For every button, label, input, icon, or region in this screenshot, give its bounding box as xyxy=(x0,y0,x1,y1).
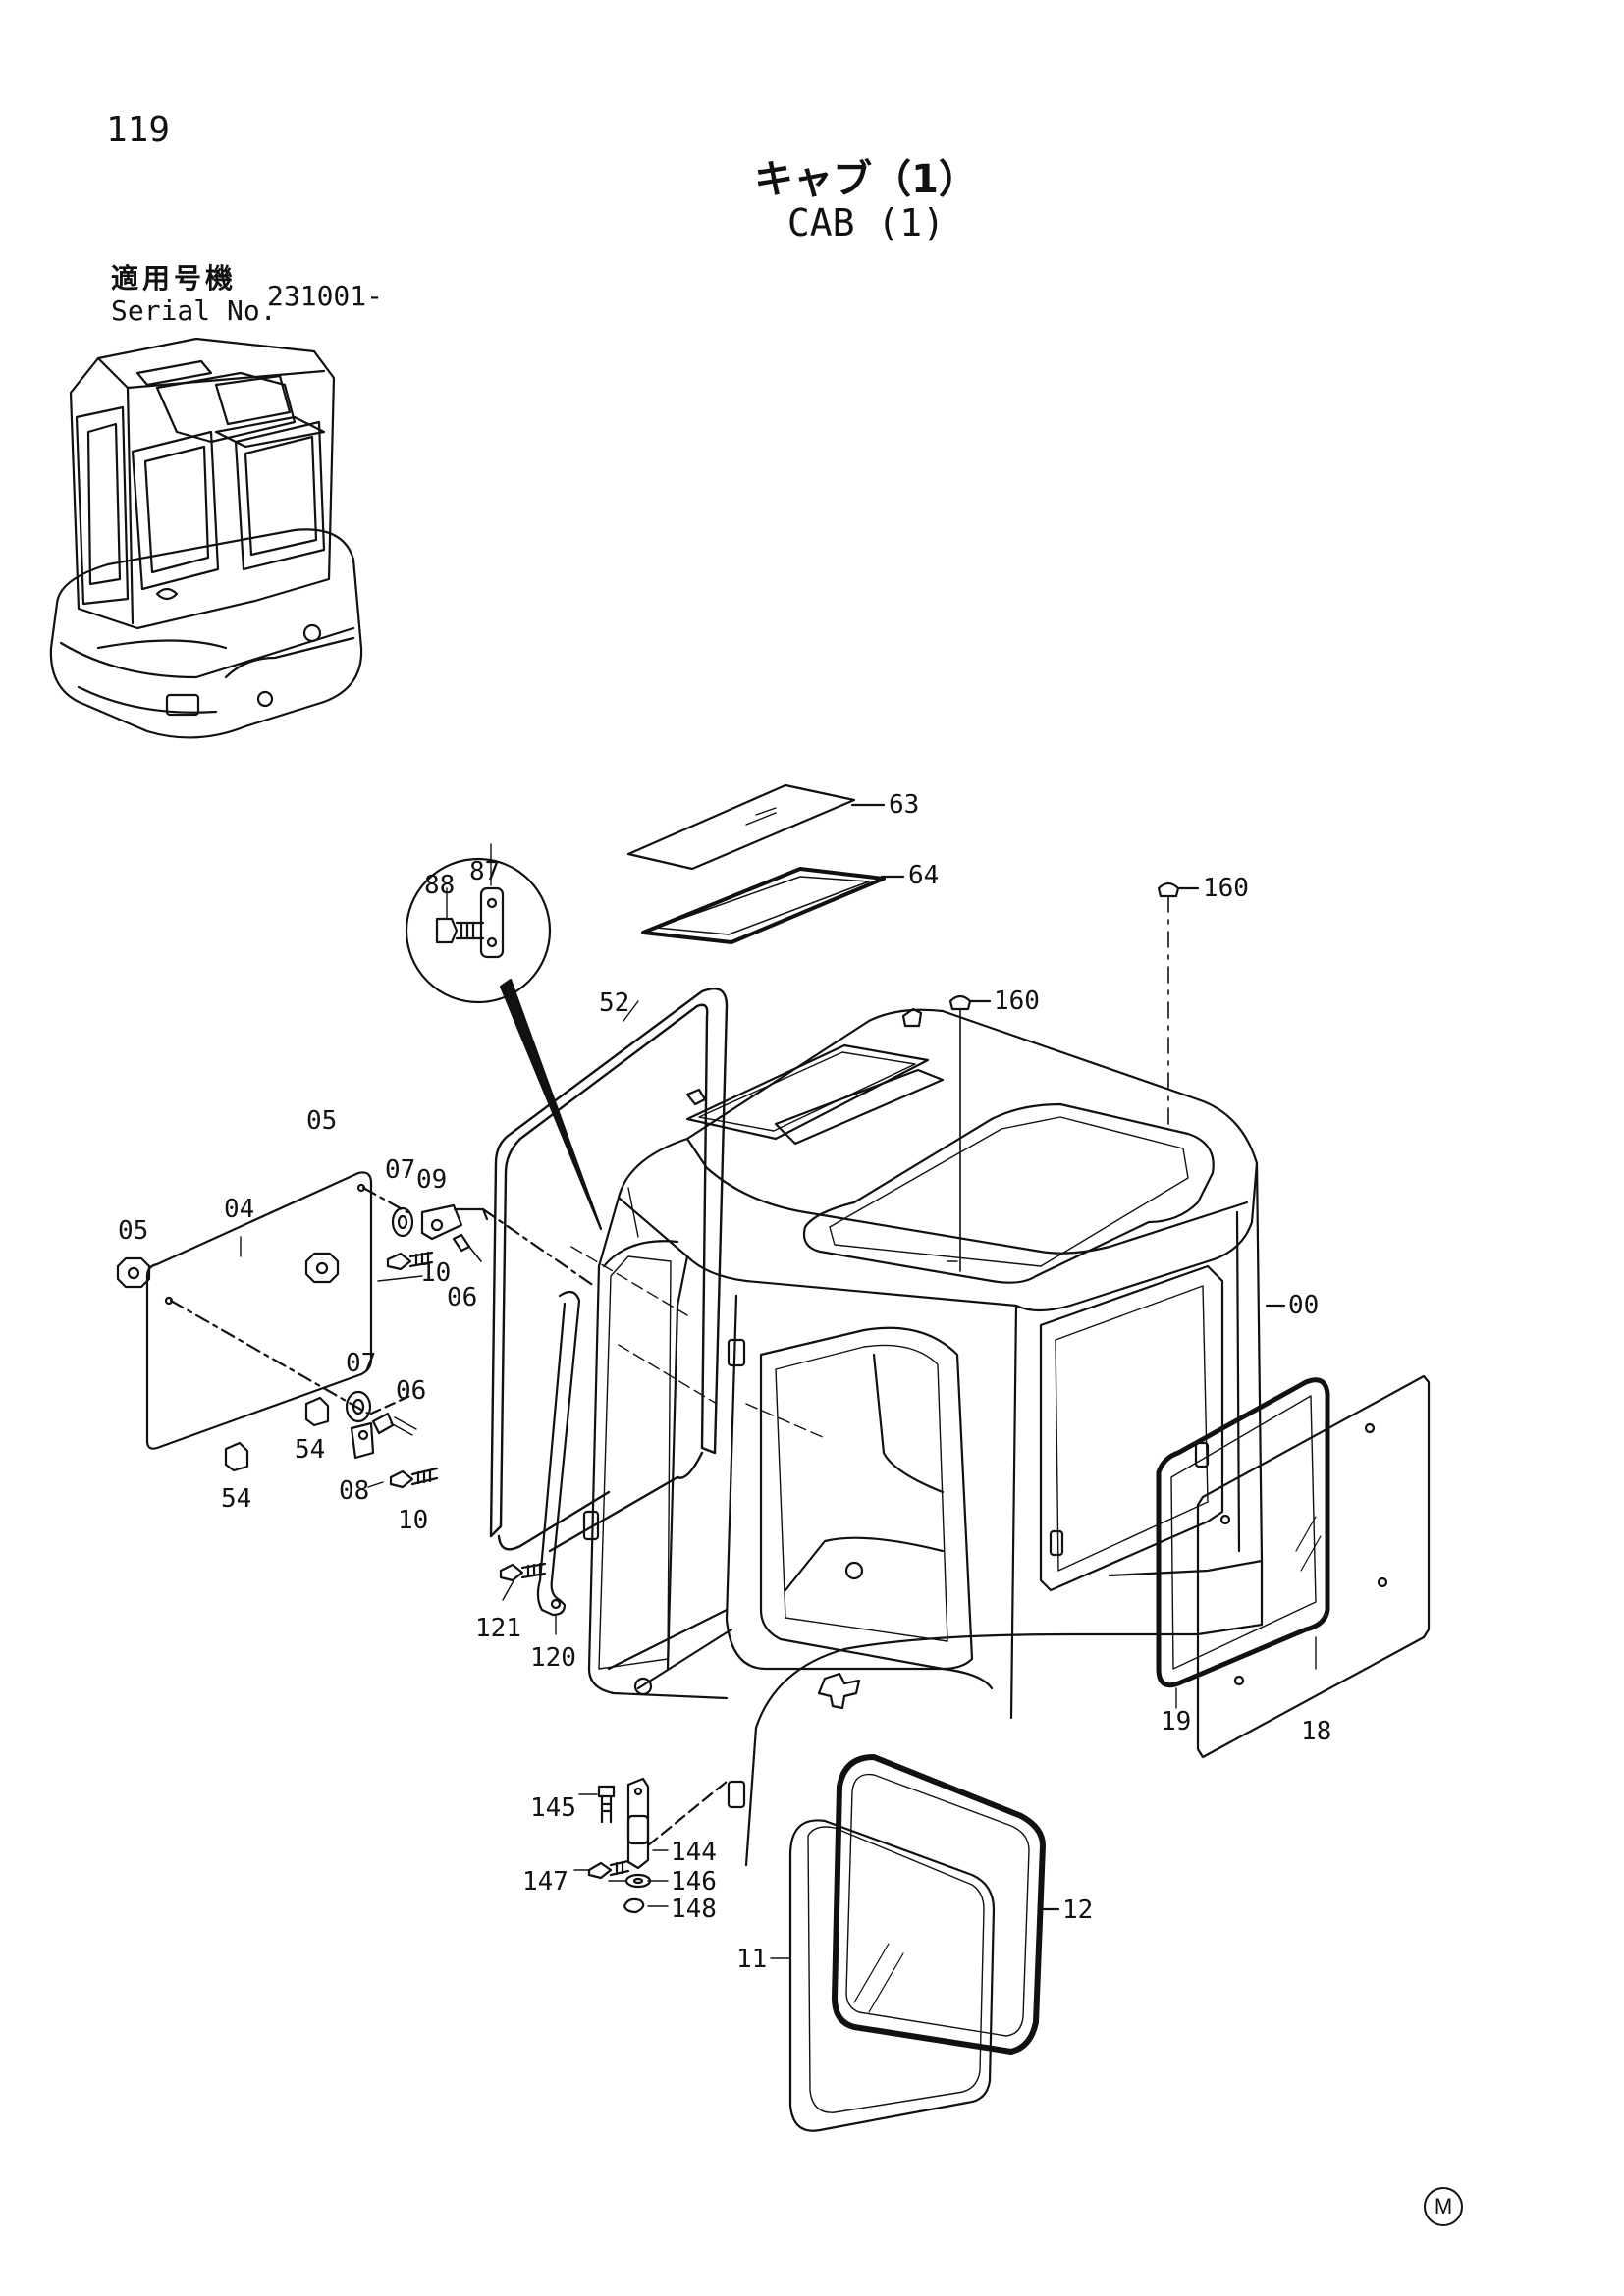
callout-160: 160 xyxy=(994,987,1040,1016)
side-glass-18 xyxy=(1196,1374,1431,1759)
latch-assembly-lower xyxy=(345,1390,439,1489)
bolt-121 xyxy=(499,1562,547,1582)
callout-160: 160 xyxy=(1203,874,1249,903)
corner-mark: M xyxy=(1424,2187,1463,2226)
callout-87: 87 xyxy=(469,857,500,886)
callout-88: 88 xyxy=(424,871,455,900)
callout-52: 52 xyxy=(599,988,629,1018)
page-number: 119 xyxy=(106,110,171,150)
callout-146: 146 xyxy=(671,1867,717,1896)
serial-label-english: Serial No. xyxy=(111,294,277,327)
callout-07: 07 xyxy=(346,1349,376,1378)
title-japanese: キャブ（1） xyxy=(754,157,978,202)
serial-number-value: 231001- xyxy=(267,280,384,312)
callout-64: 64 xyxy=(908,861,939,890)
handrail-120 xyxy=(536,1290,581,1617)
callout-148: 148 xyxy=(671,1895,717,1924)
latch-assembly-upper xyxy=(386,1203,596,1288)
callout-04: 04 xyxy=(224,1195,254,1224)
callout-11: 11 xyxy=(736,1945,767,1974)
main-cab-00 xyxy=(582,1007,1286,1867)
leader-lines xyxy=(367,1187,826,1907)
callout-121: 121 xyxy=(475,1614,521,1643)
door-seal-12 xyxy=(832,1754,1060,2055)
door-glass-11 xyxy=(770,1819,996,2132)
callout-12: 12 xyxy=(1062,1896,1093,1925)
callout-19: 19 xyxy=(1161,1707,1191,1736)
title-english: CAB (1) xyxy=(786,201,946,244)
callout-05: 05 xyxy=(118,1216,148,1246)
callout-10: 10 xyxy=(420,1258,451,1288)
callout-144: 144 xyxy=(671,1838,717,1867)
callout-10: 10 xyxy=(398,1506,428,1535)
callout-08: 08 xyxy=(339,1476,369,1506)
callout-00: 00 xyxy=(1288,1291,1319,1320)
callout-63: 63 xyxy=(889,790,919,820)
callout-07: 07 xyxy=(385,1155,415,1185)
machine-thumbnail xyxy=(49,337,363,739)
callout-labels: 63 64 160 160 88 87 52 05 05 04 07 09 10… xyxy=(118,790,1331,1974)
callout-145: 145 xyxy=(530,1793,576,1823)
callout-54: 54 xyxy=(295,1435,325,1465)
clip-54 xyxy=(224,1396,330,1472)
callout-147: 147 xyxy=(522,1867,568,1896)
callout-05: 05 xyxy=(306,1106,337,1136)
callout-06: 06 xyxy=(396,1376,426,1406)
roof-seal-64 xyxy=(641,867,905,944)
roof-glass-63 xyxy=(626,783,886,871)
callout-06: 06 xyxy=(447,1283,477,1312)
grommet-05 xyxy=(116,1252,340,1289)
callout-09: 09 xyxy=(416,1165,447,1195)
callout-54: 54 xyxy=(221,1484,251,1514)
door-seal-52 xyxy=(489,987,729,1553)
callout-18: 18 xyxy=(1301,1717,1331,1746)
side-seal-19 xyxy=(1156,1377,1330,1709)
callout-120: 120 xyxy=(530,1643,576,1673)
serial-label-japanese: 適用号機 xyxy=(111,262,238,294)
rear-panel-04 xyxy=(145,1171,409,1450)
push-pin-160 xyxy=(948,881,1200,1272)
